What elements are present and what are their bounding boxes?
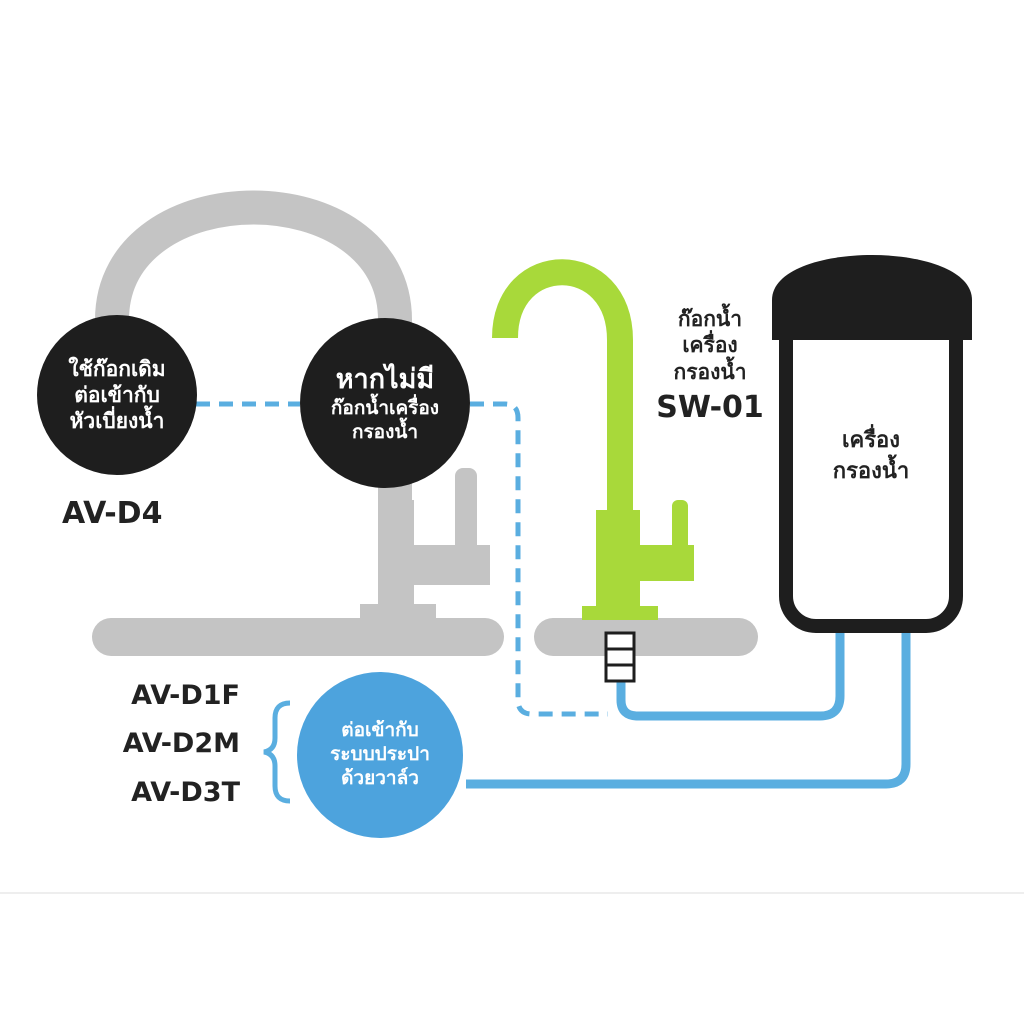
filter-unit-label: เครื่อง กรองน้ำ	[800, 426, 942, 488]
existing-faucet-line-1: ใช้ก๊อกเดิม	[68, 356, 166, 381]
filter-faucet-line-3: กรองน้ำ	[673, 359, 747, 384]
filter-unit-cap	[772, 255, 972, 340]
no-filter-faucet-circle	[300, 318, 470, 488]
filter-faucet-line-1: ก๊อกน้ำ	[677, 307, 743, 331]
model-av-d2m: AV-D2M	[122, 728, 240, 759]
no-filter-faucet-line-2: ก๊อกน้ำเครื่อง	[330, 397, 440, 420]
filter-faucet-line-2: เครื่อง	[682, 333, 738, 358]
existing-faucet-line-2: ต่อเข้ากับ	[74, 382, 160, 407]
existing-faucet-spout	[95, 190, 412, 520]
no-filter-faucet-label: หากไม่มี ก๊อกน้ำเครื่อง กรองน้ำ	[300, 340, 470, 468]
blue-pipe-to-supply	[466, 630, 911, 789]
existing-faucet-handle	[455, 468, 477, 558]
water-supply-circle	[297, 672, 463, 838]
model-av-d4: AV-D4	[62, 496, 163, 531]
filter-faucet-base	[582, 606, 658, 620]
existing-faucet-body	[378, 500, 414, 610]
filter-unit-line-2: กรองน้ำ	[832, 458, 910, 484]
filter-faucet-handle	[672, 500, 688, 570]
filter-faucet-body	[596, 510, 640, 614]
water-supply-line-1: ต่อเข้ากับ	[341, 719, 419, 742]
blue-pipe-to-faucet	[616, 630, 845, 721]
no-filter-faucet-line-1: หากไม่มี	[335, 364, 435, 396]
existing-faucet-circle	[37, 315, 197, 475]
model-bracket	[263, 700, 291, 804]
existing-faucet-handle-arm	[410, 545, 490, 585]
filter-faucet-model: SW-01	[656, 389, 764, 425]
model-av-d1f: AV-D1F	[131, 680, 240, 711]
model-av-d3t: AV-D3T	[131, 777, 240, 808]
dashed-connector-right	[470, 401, 608, 717]
existing-faucet-line-3: หัวเบี่ยงน้ำ	[69, 409, 165, 434]
filter-faucet-spout	[492, 259, 633, 520]
no-filter-faucet-line-3: กรองน้ำ	[351, 420, 419, 443]
water-supply-label: ต่อเข้ากับ ระบบประปา ด้วยวาล์ว	[298, 695, 462, 815]
existing-faucet-label: ใช้ก๊อกเดิม ต่อเข้ากับ หัวเบี่ยงน้ำ	[37, 330, 197, 460]
countertop-left	[92, 618, 504, 656]
filter-faucet-label: ก๊อกน้ำ เครื่อง กรองน้ำ SW-01	[640, 306, 780, 426]
countertop-right	[534, 618, 758, 656]
filter-unit-line-1: เครื่อง	[841, 428, 900, 453]
existing-faucet-base	[360, 604, 436, 620]
water-supply-line-2: ระบบประปา	[330, 743, 430, 766]
water-supply-line-3: ด้วยวาล์ว	[341, 766, 419, 789]
pipe-fitting	[604, 631, 636, 683]
